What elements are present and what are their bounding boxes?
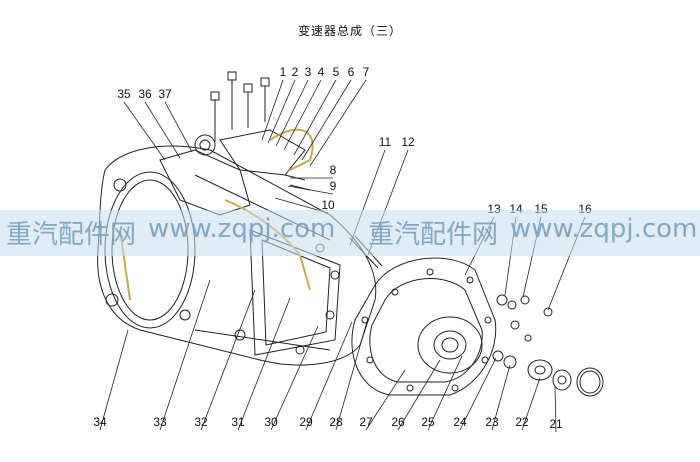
leader-line-22	[521, 377, 541, 431]
callout-4: 4	[318, 65, 325, 79]
callout-11: 11	[379, 135, 392, 149]
callout-37: 37	[158, 87, 172, 101]
callout-12: 12	[401, 135, 415, 149]
callout-33: 33	[153, 415, 167, 429]
callout-22: 22	[515, 415, 529, 429]
callout-28: 28	[329, 415, 343, 429]
shift-mechanism	[159, 71, 311, 216]
callout-24: 24	[453, 415, 467, 429]
leader-line-7	[309, 79, 367, 167]
leader-line-24	[459, 357, 497, 431]
leader-line-1	[261, 79, 284, 141]
callout-3: 3	[305, 65, 312, 79]
callout-21: 21	[549, 417, 563, 431]
leader-line-9	[287, 185, 334, 195]
leader-line-28	[335, 317, 369, 431]
callout-26: 26	[391, 415, 405, 429]
callout-36: 36	[138, 87, 152, 101]
leader-line-2	[267, 79, 296, 144]
leader-line-36	[144, 101, 181, 159]
leader-line-6	[301, 79, 352, 161]
leader-line-33	[159, 279, 211, 431]
leader-line-35	[123, 101, 166, 161]
callout-34: 34	[93, 415, 107, 429]
diagram-title: 变速器总成（三）	[297, 24, 402, 38]
leader-line-5	[293, 79, 337, 156]
callout-1: 1	[280, 65, 287, 79]
callout-25: 25	[421, 415, 435, 429]
watermark-band	[0, 210, 700, 256]
callout-9: 9	[330, 179, 337, 193]
callout-23: 23	[485, 415, 499, 429]
callout-29: 29	[299, 415, 313, 429]
leader-line-27	[365, 369, 406, 431]
leader-line-23	[491, 364, 511, 431]
callout-32: 32	[194, 415, 208, 429]
callout-6: 6	[348, 65, 355, 79]
callout-8: 8	[330, 163, 337, 177]
callout-5: 5	[333, 65, 340, 79]
callout-30: 30	[264, 415, 278, 429]
leader-line-4	[283, 79, 322, 151]
leader-line-26	[397, 359, 441, 431]
rear-cover-assembly	[351, 257, 497, 396]
leader-line-30	[270, 325, 319, 431]
watermark-url-1: www.zqpj.com	[148, 214, 336, 244]
leader-line-25	[427, 355, 463, 431]
callout-35: 35	[117, 87, 131, 101]
leader-line-3	[275, 79, 309, 147]
leader-line-29	[305, 321, 353, 431]
leader-line-21	[554, 385, 557, 433]
watermark-text-2: 重汽配件网	[368, 220, 499, 250]
leader-line-34	[99, 329, 129, 431]
callout-10: 10	[321, 198, 335, 212]
callout-2: 2	[292, 65, 299, 79]
callout-31: 31	[231, 415, 245, 429]
callout-27: 27	[359, 415, 373, 429]
callout-7: 7	[363, 65, 370, 79]
watermark-url-2: www.zqpj.com	[510, 214, 698, 244]
leader-line-37	[164, 101, 193, 153]
watermark-text-1: 重汽配件网	[6, 220, 137, 250]
leader-line-32	[200, 289, 256, 431]
leader-line-31	[237, 297, 291, 431]
